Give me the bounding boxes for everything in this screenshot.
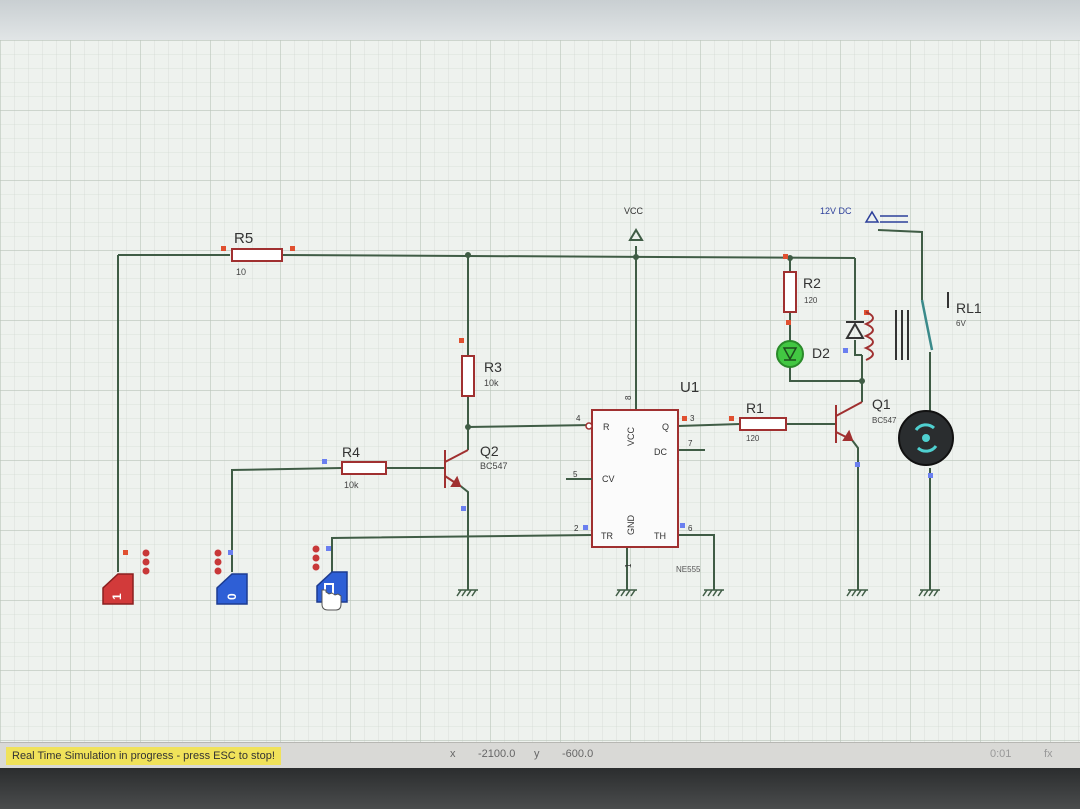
wire-q2-emitter — [457, 483, 469, 590]
q1-label: Q1 — [872, 396, 891, 412]
status-bar: Real Time Simulation in progress - press… — [0, 742, 1080, 769]
pin-q: Q — [662, 422, 669, 432]
pin-num-1: 1 — [624, 563, 633, 568]
ic-pin-labels: R Q DC CV TR TH VCC GND — [601, 422, 669, 541]
window-toolbar — [0, 0, 1080, 42]
r4-value: 10k — [344, 480, 359, 490]
ic-u1[interactable]: U1 NE555 R Q DC CV TR TH VCC GND 4 8 3 7… — [566, 379, 701, 574]
ground-th — [702, 589, 724, 597]
wire-th — [678, 534, 715, 590]
rl1-value: 6V — [956, 319, 966, 328]
pin-cv: CV — [602, 474, 615, 484]
supply-label: 12V DC — [820, 206, 852, 216]
r1-label: R1 — [746, 400, 764, 416]
transistor-q2[interactable]: Q2 BC547 — [444, 443, 508, 488]
wires — [117, 229, 931, 590]
r5-value: 10 — [236, 267, 246, 277]
pin-r: R — [603, 422, 610, 432]
logic-toggle-0[interactable]: 0 — [214, 549, 248, 605]
ground-motor — [918, 589, 940, 597]
ground-q2 — [456, 589, 478, 597]
monitor-bezel — [0, 768, 1080, 809]
fx-indicator: fx — [1044, 748, 1053, 760]
u1-label: U1 — [680, 379, 699, 396]
pulse-icon — [324, 583, 334, 594]
r2-value: 120 — [804, 296, 818, 305]
led-d2[interactable]: D2 — [776, 340, 830, 368]
pin-num-6: 6 — [688, 524, 693, 533]
flyback-diode — [845, 321, 865, 339]
r1-value: 120 — [746, 434, 760, 443]
resistor-r3[interactable]: R3 10k — [461, 355, 502, 397]
wire-r4-in — [231, 467, 343, 572]
wire-diode — [854, 258, 862, 356]
toggle-indicator-dots — [214, 549, 233, 575]
pin-tr: TR — [601, 531, 613, 541]
toggle-indicator-dots — [312, 545, 331, 571]
vcc-terminal: VCC — [624, 206, 644, 241]
ground-symbols — [456, 589, 940, 597]
wire-q-out — [677, 423, 741, 427]
resistor-r2[interactable]: R2 120 — [783, 271, 821, 313]
q2-part: BC547 — [480, 461, 508, 471]
pin-num-4: 4 — [576, 414, 581, 423]
vcc-label: VCC — [624, 206, 644, 216]
toggle-indicator-dots — [123, 549, 150, 575]
y-coord-label: y — [534, 748, 540, 760]
pin-num-2: 2 — [574, 524, 579, 533]
resistor-r4[interactable]: R4 10k — [341, 444, 387, 490]
dc-supply: 12V DC — [820, 206, 908, 223]
grid-major — [0, 40, 1080, 742]
logic-toggle-1[interactable]: 1 — [102, 549, 150, 605]
relay-rl1[interactable]: RL1 6V — [863, 292, 982, 361]
sim-time: 0:01 — [990, 748, 1012, 760]
r5-label: R5 — [234, 230, 253, 247]
pin-num-5: 5 — [573, 470, 578, 479]
d2-label: D2 — [812, 345, 830, 361]
dc-motor[interactable] — [898, 410, 954, 466]
x-coord-label: x — [450, 748, 456, 760]
resistor-r1[interactable]: R1 120 — [739, 400, 787, 443]
schematic-canvas[interactable]: R5 10 R3 10k R4 10k Q2 BC547 VCC — [0, 40, 1080, 742]
pin-dc: DC — [654, 447, 667, 457]
hand-cursor-icon — [321, 589, 342, 611]
junctions — [465, 252, 865, 430]
q2-label: Q2 — [480, 443, 499, 459]
toggle-1-value: 1 — [110, 593, 124, 600]
application-window: R5 10 R3 10k R4 10k Q2 BC547 VCC — [0, 0, 1080, 780]
r2-label: R2 — [803, 275, 821, 291]
pin-vcc: VCC — [626, 426, 636, 446]
pin-th: TH — [654, 531, 666, 541]
transistor-q1[interactable]: Q1 BC547 — [835, 396, 897, 443]
ic-pin-numbers: 4 8 3 7 5 2 1 6 — [573, 395, 695, 568]
wire-led-out — [789, 366, 862, 382]
pin-gnd: GND — [626, 515, 636, 536]
x-coord-value: -2100.0 — [478, 748, 516, 760]
q1-part: BC547 — [872, 416, 897, 425]
u1-part: NE555 — [676, 565, 701, 574]
wire-top-rail — [118, 254, 856, 259]
simulation-status-message: Real Time Simulation in progress - press… — [6, 747, 281, 765]
wire-supply — [877, 229, 923, 300]
pin-num-8: 8 — [624, 395, 633, 400]
wire-trigger — [331, 534, 593, 572]
ground-q1 — [846, 589, 868, 597]
pin-num-7: 7 — [688, 439, 693, 448]
resistor-r5[interactable]: R5 10 — [231, 230, 283, 277]
r4-label: R4 — [342, 444, 360, 460]
ground-u1 — [615, 589, 637, 597]
y-coord-value: -600.0 — [562, 748, 594, 760]
r3-value: 10k — [484, 378, 499, 388]
pin-num-3: 3 — [690, 414, 695, 423]
toggle-0-value: 0 — [225, 593, 239, 600]
rl1-label: RL1 — [956, 300, 982, 316]
r3-label: R3 — [484, 359, 502, 375]
wire-q1-emitter — [851, 439, 859, 590]
